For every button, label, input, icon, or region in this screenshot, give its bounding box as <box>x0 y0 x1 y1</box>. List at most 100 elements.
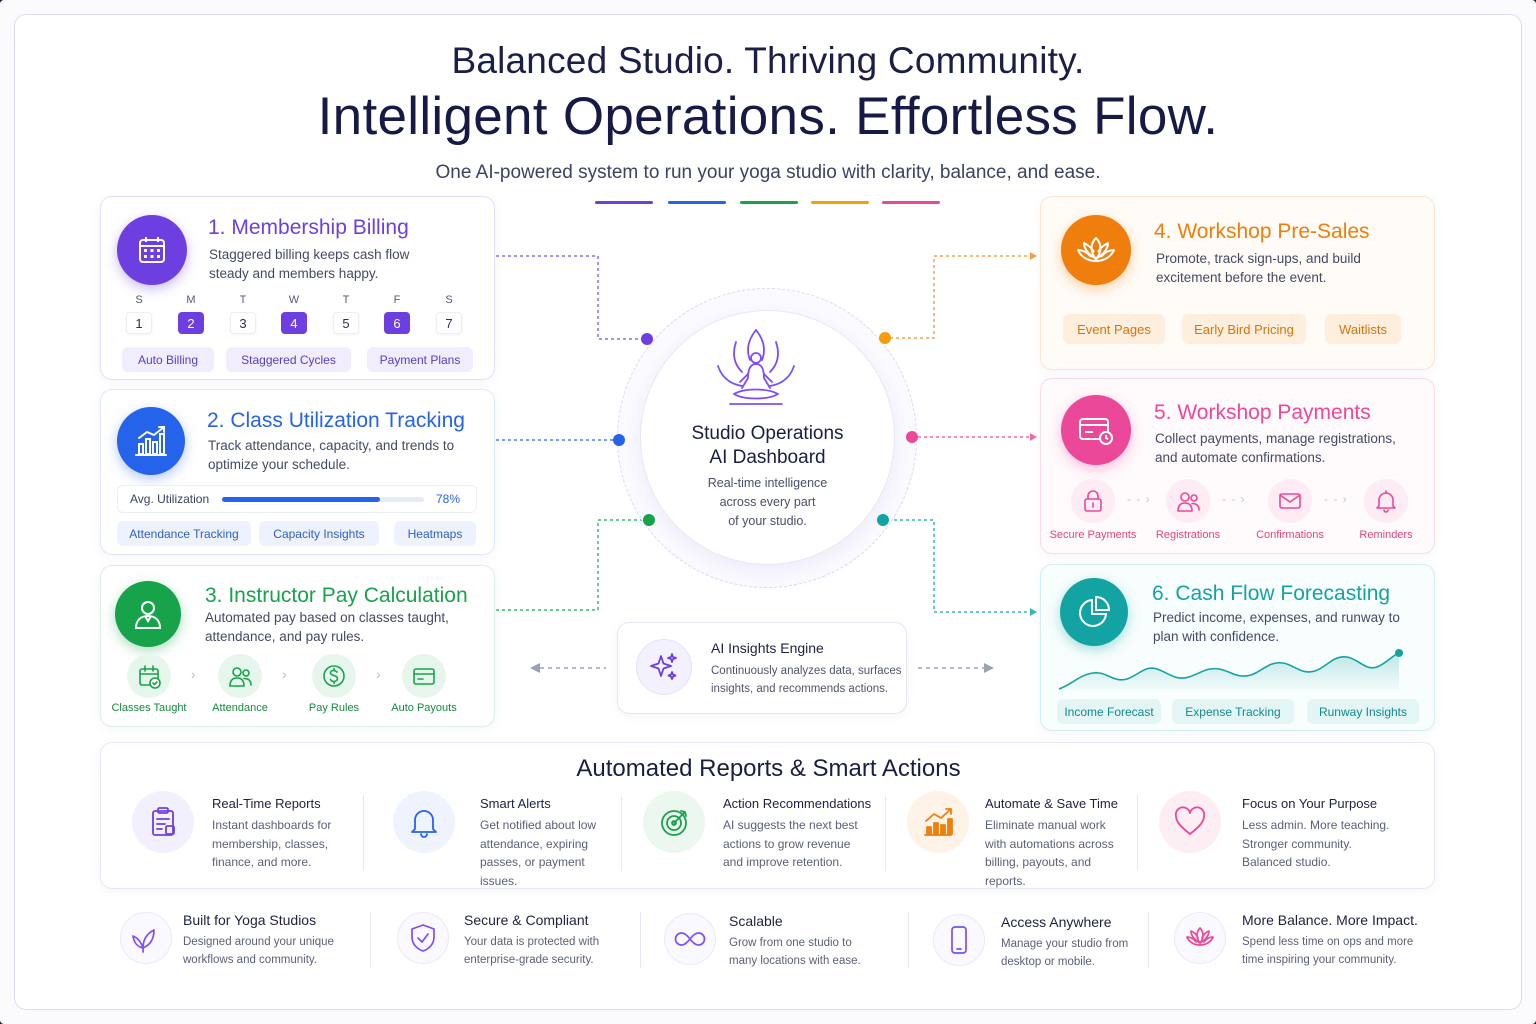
instructor-step-4[interactable] <box>402 654 446 698</box>
report-desc: Less admin. More teaching. Stronger comm… <box>1242 818 1390 869</box>
utilization-fill <box>222 497 380 502</box>
date-cell[interactable]: 7 <box>436 312 462 334</box>
connector-dot-teal <box>877 514 889 526</box>
report-desc: Eliminate manual work with automations a… <box>985 818 1114 888</box>
feature-desc: Designed around your unique workflows an… <box>183 936 334 966</box>
date-cell[interactable]: 2 <box>178 312 204 334</box>
ai-insights-card[interactable]: AI Insights Engine Continuously analyzes… <box>617 622 907 714</box>
billing-chip[interactable]: Staggered Cycles <box>226 347 351 372</box>
feature-desc: Spend less time on ops and more time ins… <box>1242 936 1414 966</box>
weekday-label: F <box>393 294 401 306</box>
center-desc-line2: across every part <box>719 495 816 509</box>
lotus-outline-icon <box>1174 912 1226 964</box>
center-desc-line1: Real-time intelligence <box>707 476 828 490</box>
headline-top: Balanced Studio. Thriving Community. <box>451 40 1085 81</box>
infinity-icon <box>664 913 716 965</box>
divider <box>908 912 909 968</box>
feature-desc: Manage your studio from desktop or mobil… <box>1001 938 1129 968</box>
lock-icon <box>1084 490 1102 512</box>
date-cell[interactable]: 5 <box>333 312 359 334</box>
instructor-pay-card[interactable]: 3. Instructor Pay Calculation Automated … <box>100 565 495 727</box>
trend-up-icon <box>907 791 969 853</box>
payment-step-1[interactable] <box>1071 479 1115 523</box>
weekday-label: T <box>239 294 247 306</box>
center-title: Studio Operations AI Dashboard <box>640 422 895 470</box>
instructor-step-label: Attendance <box>212 702 268 714</box>
presales-chip[interactable]: Event Pages <box>1063 314 1165 344</box>
divider <box>363 795 364 871</box>
people-icon <box>1177 492 1200 512</box>
report-title: Action Recommendations <box>723 796 872 811</box>
workshop-presales-title: 4. Workshop Pre-Sales <box>1154 220 1370 243</box>
accent-bar-purple <box>595 201 653 204</box>
utilization-chip[interactable]: Attendance Tracking <box>117 521 251 546</box>
cash-flow-card[interactable]: 6. Cash Flow Forecasting Predict income,… <box>1040 564 1435 731</box>
clipboard-icon <box>132 791 194 853</box>
center-dashboard[interactable] <box>640 310 895 565</box>
workshop-payments-card[interactable]: 5. Workshop Payments Collect payments, m… <box>1040 378 1435 554</box>
utilization-chip[interactable]: Heatmaps <box>394 521 476 546</box>
billing-chip[interactable]: Auto Billing <box>122 347 214 372</box>
feature-desc: Grow from one studio to many locations w… <box>729 937 861 967</box>
payment-step-label: Registrations <box>1155 529 1221 541</box>
report-title: Focus on Your Purpose <box>1242 796 1378 811</box>
date-cell[interactable]: 4 <box>281 312 307 334</box>
report-title: Automate & Save Time <box>985 796 1118 811</box>
headline-main: Intelligent Operations. Effortless Flow. <box>317 87 1219 146</box>
payment-step-2[interactable] <box>1166 479 1210 523</box>
instructor-step-3[interactable] <box>312 654 356 698</box>
class-utilization-card[interactable]: 2. Class Utilization Tracking Track atte… <box>100 389 495 555</box>
workshop-payments-desc: Collect payments, manage registrations, … <box>1155 431 1396 465</box>
presales-chip[interactable]: Early Bird Pricing <box>1182 314 1306 344</box>
center-title-line2: AI Dashboard <box>709 447 826 468</box>
bar-chart-icon <box>117 407 185 475</box>
instructor-step-label: Auto Payouts <box>391 702 457 714</box>
date-cell[interactable]: 3 <box>230 312 256 334</box>
membership-billing-card[interactable]: 1. Membership Billing Staggered billing … <box>100 196 495 380</box>
lotus-icon <box>1061 215 1131 285</box>
forecast-chip[interactable]: Expense Tracking <box>1172 699 1294 724</box>
report-desc: Instant dashboards for membership, class… <box>212 818 332 869</box>
instructor-icon <box>115 581 181 647</box>
utilization-value: 78% <box>436 492 461 506</box>
feature-desc: Your data is protected with enterprise-g… <box>464 936 600 966</box>
utilization-track <box>222 497 424 502</box>
instructor-step-1[interactable] <box>127 654 171 698</box>
leaf-icon <box>120 912 172 964</box>
instructor-step-2[interactable] <box>218 654 262 698</box>
accent-bar-orange <box>811 201 869 204</box>
shield-icon <box>397 912 449 964</box>
ai-insights-title: AI Insights Engine <box>711 640 824 656</box>
accent-bar-pink <box>882 201 940 204</box>
forecast-chip[interactable]: Runway Insights <box>1307 699 1419 724</box>
connector-dot-pink <box>906 431 918 443</box>
calendar-icon <box>117 215 187 285</box>
divider <box>370 912 371 968</box>
utilization-meter: Avg. Utilization 78% <box>117 485 477 513</box>
payment-step-4[interactable] <box>1364 479 1408 523</box>
divider <box>621 795 622 871</box>
dollar-icon <box>323 665 345 687</box>
report-desc: AI suggests the next best actions to gro… <box>723 818 858 869</box>
calendar-check-icon <box>139 665 161 689</box>
instructor-step-label: Classes Taught <box>111 702 187 714</box>
utilization-chip[interactable]: Capacity Insights <box>259 521 379 546</box>
subtitle: One AI-powered system to run your yoga s… <box>435 162 1101 183</box>
date-cell[interactable]: 6 <box>384 312 410 334</box>
workshop-presales-card[interactable]: 4. Workshop Pre-Sales Promote, track sig… <box>1040 196 1435 370</box>
divider <box>1137 795 1138 871</box>
membership-billing-title: 1. Membership Billing <box>208 216 409 239</box>
presales-chip[interactable]: Waitlists <box>1325 314 1401 344</box>
billing-chip[interactable]: Payment Plans <box>367 347 473 372</box>
forecast-chip[interactable]: Income Forecast <box>1057 699 1161 724</box>
feature-title: Secure & Compliant <box>464 912 589 928</box>
meditation-lotus-icon <box>717 329 795 405</box>
date-cell[interactable]: 1 <box>126 312 152 334</box>
phone-icon <box>933 914 985 966</box>
accent-bar-green <box>740 201 798 204</box>
feature-title: Scalable <box>729 913 783 929</box>
payment-step-3[interactable] <box>1268 479 1312 523</box>
report-title: Smart Alerts <box>480 796 551 811</box>
connector-dot-purple <box>641 333 653 345</box>
